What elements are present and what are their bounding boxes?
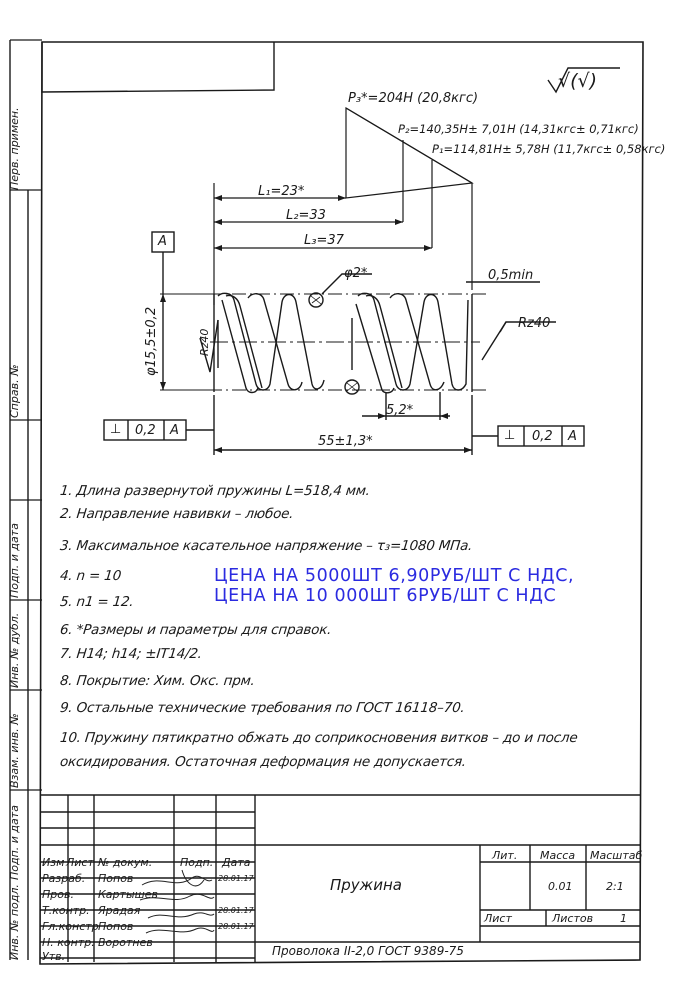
tb-role-glkonstr: Гл.констр [42, 920, 99, 933]
note-10-cont: оксидирования. Остаточная деформация не … [59, 754, 467, 770]
tb-name-glkonstr: Попов [98, 920, 134, 933]
tb-material: Проволока II-2,0 ГОСТ 9389-75 [272, 944, 464, 958]
note-9: 9. Остальные технические требования по Г… [59, 700, 466, 716]
tol-left-datum: A [170, 423, 179, 438]
side-label-vzam-inv: Взам. инв. № [8, 713, 21, 788]
tol-right-value: 0,2 [532, 429, 553, 444]
dim-gap: 0,5min [488, 268, 534, 283]
tb-masshtab-value: 2:1 [606, 880, 624, 893]
dim-l3: L₃=37 [304, 233, 344, 248]
tb-name-nkontr: Воротнев [98, 936, 153, 949]
tb-name-prov: Картышев [98, 888, 158, 901]
note-6: 6. *Размеры и параметры для справок. [59, 622, 333, 638]
tb-part-name: Пружина [330, 876, 402, 894]
side-label-podp-data-1: Подп. и дата [8, 523, 21, 598]
dim-length: 55±1,3* [318, 434, 373, 449]
datum-a: A [158, 234, 167, 249]
note-4: 4. n = 10 [59, 568, 122, 584]
tb-header-data: Дата [222, 856, 251, 869]
tb-header-list: Лист [66, 856, 94, 869]
price-line-10000: ЦЕНА НА 10 000ШТ 6РУБ/ШТ С НДС [214, 586, 557, 606]
tb-masshtab-label: Масштаб [590, 849, 643, 862]
tb-name-razrab: Попов [98, 872, 134, 885]
tb-massa-label: Масса [540, 849, 576, 862]
tol-right-datum: A [568, 429, 577, 444]
force-p3-label: P₃*=204Н (20,8кгс) [348, 91, 479, 106]
note-5: 5. n1 = 12. [59, 594, 135, 610]
dim-wire-diameter: φ2* [344, 266, 368, 281]
force-p1-label: P₁=114,81Н± 5,78Н (11,7кгс± 0,58кгс) [432, 142, 666, 156]
side-label-perv-primen: Перв. примен. [8, 107, 21, 190]
note-7: 7. H14; h14; ±IT14/2. [59, 646, 203, 662]
dim-outer-diameter: φ15,5±0,2 [144, 306, 159, 376]
tb-date-1: 28.01.17 [218, 874, 254, 883]
roughness-left: Rz40 [198, 328, 211, 356]
tb-list-label: Лист [484, 912, 512, 925]
tb-date-4: 28.01.17 [218, 922, 254, 931]
tb-header-dokum: № докум. [98, 856, 153, 869]
tb-listov-label: Листов [552, 912, 594, 925]
dim-l2: L₂=33 [286, 208, 326, 223]
side-label-inv-dubl: Инв. № дубл. [8, 612, 21, 688]
side-label-podp-data-2: Подп. и дата [8, 805, 21, 880]
tol-left-value: 0,2 [135, 423, 156, 438]
tol-right-symbol: ⊥ [504, 428, 516, 443]
tb-header-izm: Изм [42, 856, 65, 869]
note-2: 2. Направление навивки – любое. [59, 506, 295, 522]
note-8: 8. Покрытие: Хим. Окс. прм. [59, 673, 256, 689]
dim-pitch: 5,2* [386, 403, 414, 418]
side-label-sprav: Справ. № [8, 364, 21, 418]
tb-header-podp: Подп. [180, 856, 214, 869]
roughness-right: Rz40 [518, 316, 551, 331]
dim-l1: L₁=23* [258, 184, 305, 199]
frame-border [39, 41, 644, 965]
roughness-symbol: √(√) [558, 70, 598, 92]
note-10: 10. Пружину пятикратно обжать до соприко… [59, 730, 579, 746]
stamp-box [41, 42, 275, 93]
tb-listov-value: 1 [620, 912, 627, 925]
tb-lit-label: Лит. [492, 849, 518, 862]
tb-role-utv: Утв. [42, 950, 66, 963]
side-label-inv-podl: Инв. № подл. [8, 884, 21, 960]
note-3: 3. Максимальное касательное напряжение –… [59, 538, 474, 554]
tb-date-3: 28.01.17 [218, 906, 254, 915]
tol-left-symbol: ⊥ [110, 422, 122, 437]
tb-role-prov: Пров. [42, 888, 74, 901]
tb-role-razrab: Разраб. [42, 872, 86, 885]
force-p2-label: P₂=140,35Н± 7,01Н (14,31кгс± 0,71кгс) [398, 122, 639, 136]
note-1: 1. Длина развернутой пружины L=518,4 мм. [59, 483, 371, 499]
tb-role-tkontr: Т.контр. [42, 904, 90, 917]
tb-massa-value: 0.01 [548, 880, 573, 893]
tb-role-nkontr: Н. контр. [42, 936, 95, 949]
tb-name-tkontr: Ярадая [98, 904, 141, 917]
price-line-5000: ЦЕНА НА 5000ШТ 6,90РУБ/ШТ С НДС, [214, 566, 575, 586]
